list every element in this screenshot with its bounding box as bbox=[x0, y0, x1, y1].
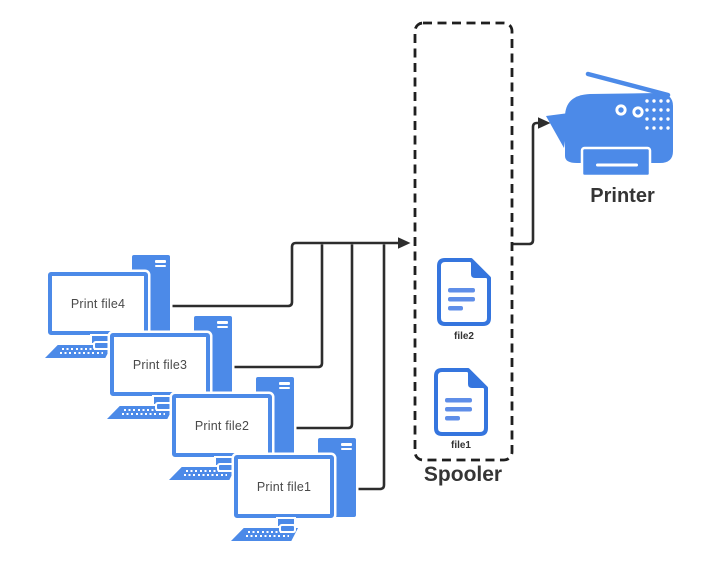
document-text-bars bbox=[448, 288, 475, 311]
tower-vent bbox=[155, 260, 166, 263]
printer-icon bbox=[546, 71, 673, 178]
monitor-stand bbox=[92, 336, 108, 343]
computer-print-file1: Print file1 bbox=[231, 438, 356, 541]
printer-paper-tray bbox=[580, 146, 652, 178]
mouse-icon bbox=[219, 464, 232, 470]
tower-vent bbox=[341, 443, 352, 446]
tower-vent bbox=[279, 382, 290, 385]
monitor-stand bbox=[278, 519, 294, 526]
connector-spooler-to-printer bbox=[512, 121, 539, 246]
keyboard-icon bbox=[45, 345, 112, 358]
queued-file-label: file2 bbox=[453, 331, 474, 342]
mouse-icon bbox=[95, 342, 108, 348]
connector-pc2-to-spooler bbox=[294, 244, 354, 430]
tower-vent bbox=[341, 447, 352, 450]
mouse-icon bbox=[157, 403, 170, 409]
computer-monitor: Print file2 bbox=[172, 394, 272, 457]
keyboard-keys-row bbox=[124, 408, 168, 411]
printer-knob-right-center bbox=[635, 109, 641, 115]
keyboard-keys-row bbox=[62, 347, 106, 350]
computer-print-file4: Print file4 bbox=[45, 255, 170, 358]
spooler-title: Spooler bbox=[423, 463, 503, 486]
tower-vent bbox=[279, 386, 290, 389]
keyboard-icon bbox=[169, 467, 236, 480]
arrowhead-into-spooler bbox=[398, 237, 411, 249]
queued-file-label: file1 bbox=[450, 440, 471, 451]
arrowhead-into-printer bbox=[538, 117, 551, 129]
connector-pc4-to-spooler bbox=[170, 241, 398, 308]
keyboard-icon bbox=[107, 406, 174, 419]
spooler-dashed-box bbox=[413, 21, 514, 462]
print-job-label: Print file1 bbox=[256, 479, 312, 494]
print-job-label: Print file2 bbox=[194, 418, 250, 433]
document-text-bars bbox=[445, 398, 472, 421]
keyboard-keys-row bbox=[246, 534, 289, 537]
computer-print-file3: Print file3 bbox=[107, 316, 232, 419]
connector-pc3-to-spooler bbox=[232, 244, 324, 369]
printer-handle bbox=[585, 71, 671, 98]
connector-pc1-to-spooler bbox=[356, 244, 386, 491]
document-icon-file2 bbox=[437, 258, 491, 326]
keyboard-keys-row bbox=[60, 351, 103, 354]
print-job-label: Print file3 bbox=[132, 357, 188, 372]
monitor-stand bbox=[216, 458, 232, 465]
monitor-stand bbox=[154, 397, 170, 404]
keyboard-keys-row bbox=[184, 473, 227, 476]
computer-monitor: Print file3 bbox=[110, 333, 210, 396]
printer-vent-dots bbox=[645, 99, 670, 130]
document-folded-corner bbox=[468, 370, 486, 388]
computer-print-file2: Print file2 bbox=[169, 377, 294, 480]
print-job-label: Print file4 bbox=[70, 296, 126, 311]
keyboard-keys-row bbox=[186, 469, 230, 472]
printer-title: Printer bbox=[590, 185, 655, 207]
keyboard-icon bbox=[231, 528, 298, 541]
keyboard-keys-row bbox=[248, 530, 292, 533]
tower-vent bbox=[217, 325, 228, 328]
computer-monitor: Print file1 bbox=[234, 455, 334, 518]
document-folded-corner bbox=[471, 260, 489, 278]
printer-paper-sheet bbox=[596, 163, 638, 167]
printer-knob-left-center bbox=[618, 107, 624, 113]
tower-vent bbox=[217, 321, 228, 324]
computer-monitor: Print file4 bbox=[48, 272, 148, 335]
document-icon-file1 bbox=[434, 368, 488, 436]
mouse-icon bbox=[281, 525, 294, 531]
printer-output-flap bbox=[546, 113, 569, 148]
keyboard-keys-row bbox=[122, 412, 165, 415]
tower-vent bbox=[155, 264, 166, 267]
